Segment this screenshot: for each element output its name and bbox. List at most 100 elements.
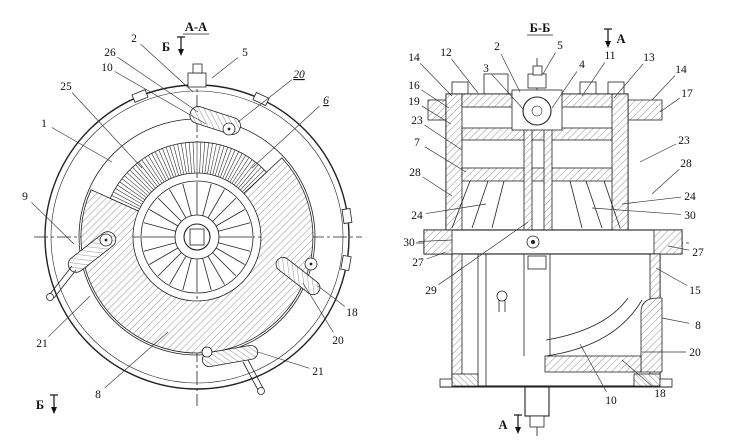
blade-edge	[451, 180, 471, 229]
impeller-fin-line	[212, 252, 237, 277]
callout-leader	[591, 207, 682, 215]
callout-leader	[491, 74, 525, 111]
gear-tooth-line	[220, 148, 232, 178]
upper-left-wall	[445, 93, 463, 231]
callout-label: 14	[408, 52, 420, 64]
gear-tooth-line	[231, 157, 250, 184]
callout-label: 24	[411, 210, 423, 222]
callout-label: 20	[332, 335, 344, 347]
left-clamp-rod	[49, 265, 73, 295]
gear-tooth-line	[138, 161, 158, 187]
callout-label: 28	[680, 158, 692, 170]
callout-leader	[417, 239, 453, 242]
gear-tooth-line	[181, 143, 187, 174]
foot-left	[451, 373, 479, 387]
callout-leader	[51, 127, 113, 163]
gear-tooth-line	[158, 149, 172, 179]
foot-right	[633, 373, 661, 387]
callout-leader	[659, 97, 680, 113]
callout-leader	[104, 331, 169, 389]
blade-edge	[603, 180, 621, 229]
callout-label: 14	[675, 64, 687, 76]
callout-leader	[655, 267, 688, 286]
upper-flange-right	[627, 99, 663, 121]
callout-label: 23	[411, 115, 423, 127]
gear-tooth-line	[222, 149, 236, 179]
impeller-fin-line	[149, 209, 179, 227]
top-cam-pin-center	[227, 127, 231, 131]
callout-label: 28	[409, 167, 421, 179]
callout-leader	[651, 75, 676, 101]
impeller-fin-line	[218, 222, 251, 232]
impeller-fin-line	[207, 255, 225, 285]
callout-label: 18	[346, 307, 358, 319]
shaft-bearing	[527, 255, 547, 270]
scroll-curve-outer	[545, 299, 643, 357]
callout-label: 16	[408, 80, 420, 92]
callout-leader	[426, 251, 447, 260]
callout-label: 7	[414, 137, 420, 149]
callout-label: 4	[579, 59, 585, 71]
rim-tab	[252, 91, 270, 107]
callout-label: 20	[689, 347, 701, 359]
callout-leader	[639, 143, 677, 163]
main-flange	[423, 229, 683, 255]
callout-label: 2	[494, 41, 500, 53]
callout-label: 23	[678, 135, 690, 147]
callout-label: 17	[681, 88, 693, 100]
dome-bearing-core	[531, 105, 543, 117]
callout-label: 3	[483, 63, 489, 75]
callout-label: 6	[323, 95, 329, 107]
callout-leader	[317, 285, 346, 307]
gear-teeth-layer	[111, 142, 265, 210]
top-block	[483, 73, 509, 96]
callout-leader	[661, 317, 690, 324]
callout-leader	[48, 295, 91, 337]
callout-leader	[114, 71, 207, 125]
gear-tooth-line	[202, 142, 206, 174]
gear-tooth-line	[229, 155, 246, 183]
dome-bearing	[522, 96, 552, 126]
gear-tooth-line	[169, 145, 179, 176]
section-plane-label: Б	[162, 40, 170, 54]
left-rod-ball	[46, 293, 54, 301]
lower-diaphragm	[461, 167, 613, 182]
callout-label: 9	[22, 191, 28, 203]
callout-leader	[420, 63, 453, 97]
impeller-fin-line	[157, 252, 182, 277]
gear-tooth-line	[173, 144, 182, 176]
rim-tab	[341, 208, 353, 224]
top-post	[579, 81, 597, 96]
impeller-fin-line	[202, 183, 212, 216]
callout-leader	[451, 58, 479, 94]
impeller-fin-line	[212, 197, 237, 222]
callout-label: 18	[654, 388, 666, 400]
gear-tooth-line	[141, 159, 161, 186]
gear-tooth-line	[224, 151, 239, 180]
left-clamp-rod	[53, 269, 77, 299]
callout-leader	[651, 168, 680, 195]
flange-hatch-right	[653, 229, 683, 255]
gear-tooth-line	[240, 166, 262, 191]
scroll-curve-inner	[545, 297, 629, 341]
callout-leader	[424, 146, 467, 173]
callout-leader	[71, 92, 143, 169]
shaft-key-square	[189, 228, 205, 246]
left-clamp-pin-center	[104, 238, 108, 242]
bottom-flange-wing-left	[439, 378, 453, 388]
bottom-rod-ball	[257, 387, 265, 395]
callout-leader	[117, 56, 199, 113]
gear-tooth-line	[113, 191, 141, 207]
callout-leader	[421, 105, 452, 125]
impeller-fin-line	[149, 247, 179, 265]
rim-tab	[131, 89, 149, 103]
top-bolt-head	[532, 65, 543, 76]
callout-label: 30	[684, 210, 696, 222]
callout-label: 1	[41, 118, 47, 130]
callout-leader	[251, 105, 320, 169]
callout-leader	[551, 71, 578, 109]
housing-inner-rim	[50, 90, 344, 384]
volute-hatched-ring	[80, 157, 314, 354]
